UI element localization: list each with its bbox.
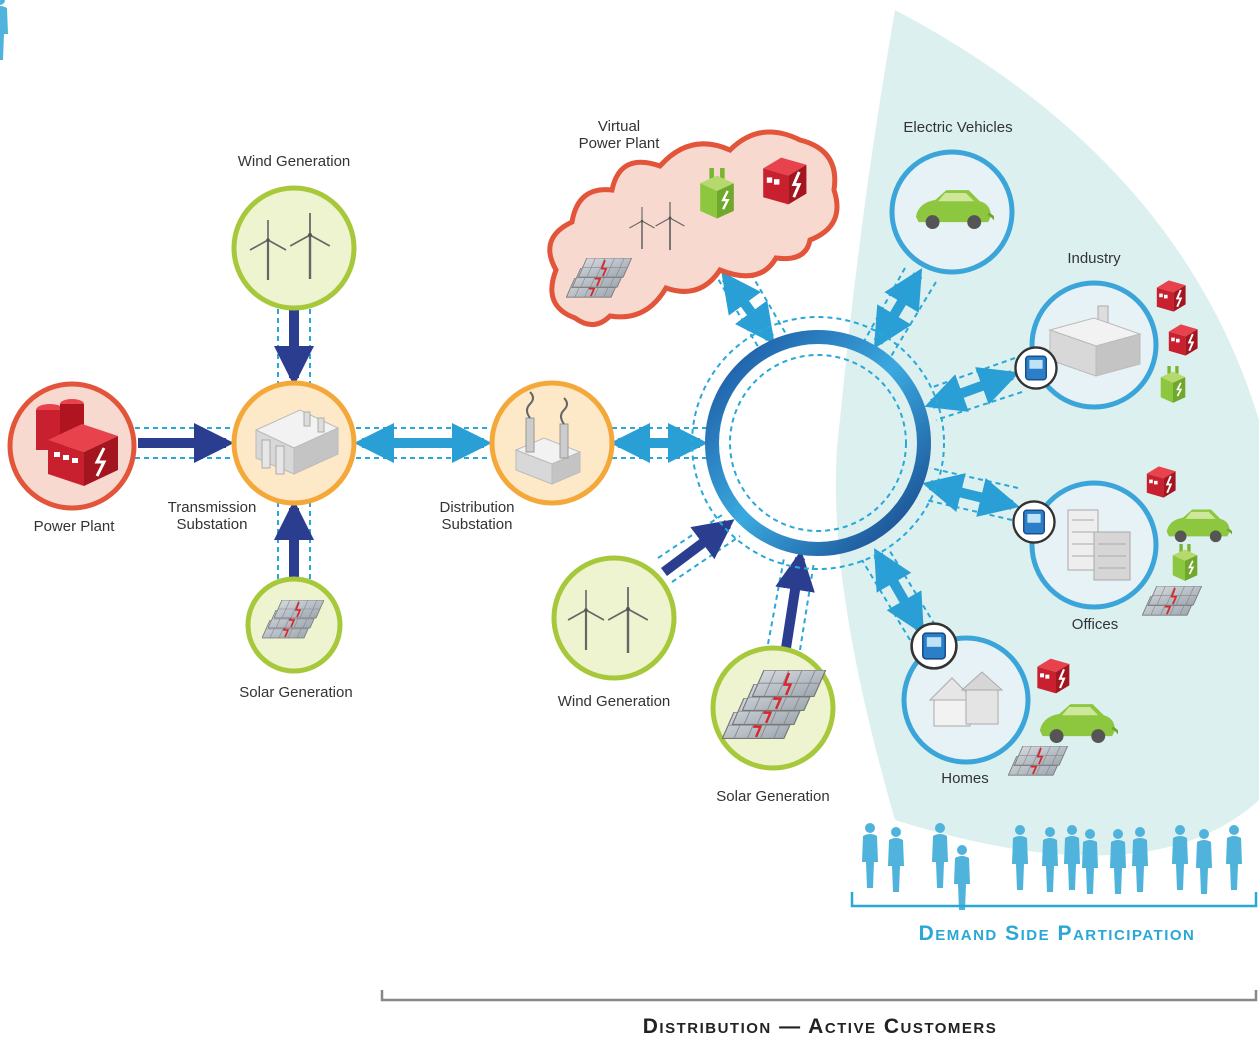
arrow-ev-ring — [873, 268, 923, 349]
label-distribution-substation: Distribution Substation — [439, 499, 515, 533]
arrow-industry-ring — [924, 367, 1020, 412]
label-wind-generation-bottom: Wind Generation — [557, 693, 671, 710]
distribution-active-customers-title: Distribution — Active Customers — [642, 1015, 998, 1038]
label-solar-generation-left: Solar Generation — [239, 684, 353, 701]
electric-vehicles-node — [889, 149, 1015, 275]
battery-storage-icon — [1145, 465, 1177, 499]
people-icon — [0, 0, 1242, 910]
label-virtual-power-plant: Virtual Power Plant — [578, 118, 660, 152]
label-solar-generation-bottom: Solar Generation — [716, 788, 830, 805]
label-industry: Industry — [1067, 250, 1121, 267]
smart-meter-icon — [1014, 346, 1058, 390]
wind-generation-bottom-node — [551, 555, 677, 681]
solar-generation-left-node — [245, 576, 343, 674]
smart-meter-icon — [1012, 500, 1056, 544]
arrow-homes-ring — [873, 548, 925, 635]
office-building-icon — [1067, 509, 1131, 581]
label-power-plant: Power Plant — [33, 518, 115, 535]
homes-node — [901, 622, 1118, 777]
label-homes: Homes — [941, 770, 989, 787]
offices-node — [1012, 465, 1232, 617]
demand-side-participation-title: Demand Side Participation — [918, 922, 1196, 945]
battery-storage-icon — [1155, 279, 1187, 313]
transmission-substation-node — [231, 380, 357, 506]
power-plant-icon — [36, 399, 118, 486]
label-offices: Offices — [1071, 616, 1119, 633]
substation-icon — [254, 409, 340, 475]
battery-storage-icon — [1167, 323, 1199, 357]
distribution-ring — [691, 316, 945, 570]
arrow-solar-ring — [775, 550, 815, 649]
smart-meter-icon — [910, 622, 958, 670]
battery-storage-icon — [1036, 657, 1071, 695]
wind-generation-top-node — [231, 185, 357, 311]
transformer-icon — [514, 391, 582, 485]
house-icon — [928, 671, 1004, 727]
arrow-offices-ring — [922, 473, 1020, 517]
factory-icon — [1048, 305, 1142, 377]
demand-side-bracket — [850, 892, 1258, 908]
battery-storage-icon — [761, 156, 808, 206]
distribution-bracket — [380, 990, 1258, 1002]
arrow-vpp-ring — [721, 271, 775, 345]
industry-node — [1014, 279, 1199, 410]
solar-generation-bottom-node — [710, 645, 836, 771]
distribution-substation-node — [489, 380, 615, 506]
arrow-wind-ring — [661, 519, 735, 576]
label-transmission-substation: Transmission Substation — [167, 499, 257, 533]
power-plant-node — [7, 381, 137, 511]
label-electric-vehicles: Electric Vehicles — [903, 119, 1013, 136]
virtual-power-plant-node — [547, 129, 840, 327]
label-wind-generation-top: Wind Generation — [237, 153, 351, 170]
